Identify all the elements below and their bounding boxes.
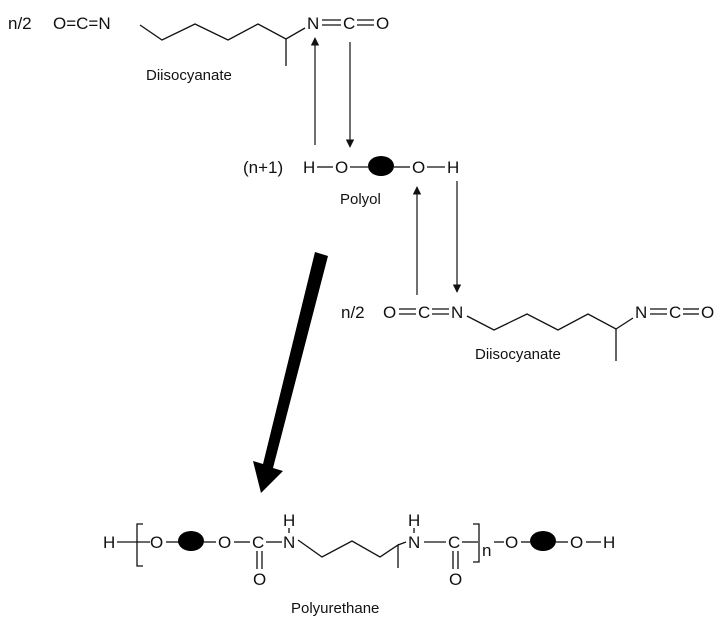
pu-o1: O [150, 533, 163, 552]
bottom-diisocyanate-left-c: C [418, 303, 430, 322]
polyol-o-left: O [335, 158, 348, 177]
polyol-label: Polyol [340, 191, 381, 208]
top-diisocyanate-left-group: O=C=N [53, 14, 111, 33]
pu-h-end: H [603, 533, 615, 552]
polyurethane: H O O C O H N H N C O n O O [103, 511, 615, 617]
top-diisocyanate-coefficient: n/2 [8, 14, 32, 33]
polyol-o-right: O [412, 158, 425, 177]
polyol-core [368, 156, 394, 176]
pu-c1-oxygen: O [253, 570, 266, 589]
bottom-diisocyanate-right-n: N [635, 303, 647, 322]
bottom-diisocyanate-coefficient: n/2 [341, 303, 365, 322]
pu-h-start: H [103, 533, 115, 552]
bottom-diisocyanate-right-o: O [701, 303, 714, 322]
pu-left-bracket [136, 523, 143, 567]
polyurethane-label: Polyurethane [291, 600, 379, 617]
pu-c1: C [252, 533, 264, 552]
bottom-diisocyanate-label: Diisocyanate [475, 346, 561, 363]
pu-nh1-n: N [283, 533, 295, 552]
pu-right-bracket [473, 523, 480, 563]
polyol-h-left: H [303, 158, 315, 177]
polyol-coefficient: (n+1) [243, 158, 283, 177]
pu-core-1 [178, 531, 204, 551]
polyol: (n+1) H O O H Polyol [243, 156, 459, 208]
pu-chain [297, 539, 399, 568]
bottom-diisocyanate-chain [466, 313, 634, 331]
pu-core-2 [530, 531, 556, 551]
top-diisocyanate-label: Diisocyanate [146, 67, 232, 84]
pu-o2: O [218, 533, 231, 552]
bottom-diisocyanate: n/2 O C N N C O Diisocyanate [341, 303, 714, 363]
pu-nh1-h: H [283, 511, 295, 530]
pu-repeat-n: n [482, 541, 491, 560]
top-diisocyanate-right-c: C [343, 14, 355, 33]
pu-nh2-n: N [408, 533, 420, 552]
bottom-diisocyanate-left-o: O [383, 303, 396, 322]
top-diisocyanate: n/2 O=C=N N C O Diisocyanate [8, 14, 389, 84]
pu-o3: O [505, 533, 518, 552]
pu-bond-chain-n2 [397, 541, 407, 546]
top-diisocyanate-right-n: N [307, 14, 319, 33]
bottom-diisocyanate-right-c: C [669, 303, 681, 322]
pu-c2: C [448, 533, 460, 552]
reaction-arrow [253, 252, 328, 493]
polyol-h-right: H [447, 158, 459, 177]
top-diisocyanate-right-o: O [376, 14, 389, 33]
pu-nh2-h: H [408, 511, 420, 530]
bottom-diisocyanate-left-n: N [451, 303, 463, 322]
top-diisocyanate-chain [139, 23, 306, 41]
pu-o4: O [570, 533, 583, 552]
pu-c2-oxygen: O [449, 570, 462, 589]
